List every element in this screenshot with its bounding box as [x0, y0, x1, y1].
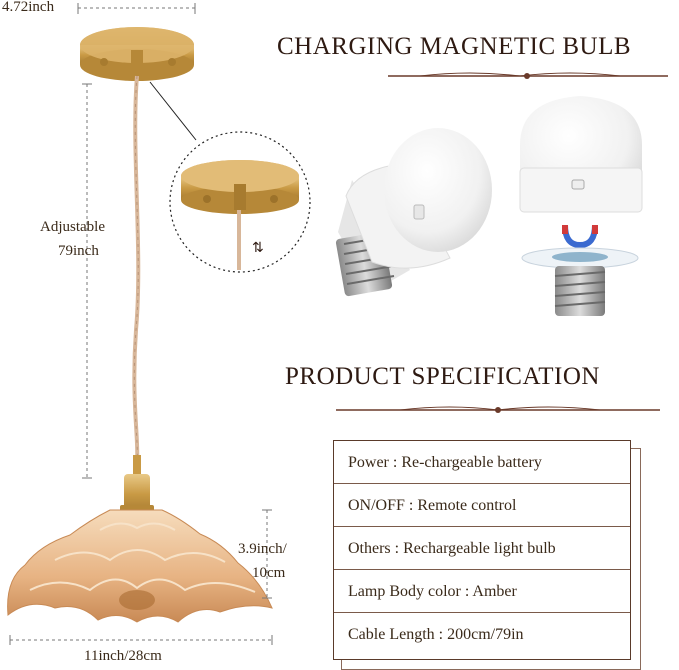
- spec-row-body-color: Lamp Body color : Amber: [334, 570, 630, 613]
- shade-height-label: 3.9inch/: [238, 541, 287, 557]
- shade-height-cm-label: 10cm: [252, 565, 286, 581]
- canopy-width-dimension: [77, 3, 196, 14]
- cable-length-label: 79inch: [58, 243, 99, 259]
- adjust-arrows-icon: ⇅: [252, 240, 264, 256]
- canopy-width-label: 4.72inch: [2, 0, 55, 15]
- magnetic-bulb-image: [335, 128, 492, 297]
- spec-heading: PRODUCT SPECIFICATION: [285, 363, 600, 390]
- spec-table: Power : Re-chargeable battery ON/OFF : R…: [333, 440, 631, 660]
- shade-width-label: 11inch/28cm: [84, 648, 162, 664]
- cable-length-dimension: [82, 83, 92, 479]
- shade-height-dimension: [262, 509, 272, 599]
- canopy: [80, 27, 194, 81]
- spec-row-cable-length: Cable Length : 200cm/79in: [348, 626, 524, 643]
- spec-heading-divider: [336, 406, 660, 413]
- amber-glass-shade: [7, 509, 273, 623]
- bulb-heading-divider: [388, 72, 668, 79]
- bulb-heading: CHARGING MAGNETIC BULB: [277, 33, 632, 60]
- magnetic-bulb-split-image: [519, 96, 643, 316]
- shade-width-dimension: [9, 635, 273, 645]
- spec-row-power: Power : Re-chargeable battery: [334, 441, 630, 484]
- canopy-zoom-callout: ⇅: [149, 81, 311, 273]
- spec-row-others: Others : Rechargeable light bulb: [334, 527, 630, 570]
- lamp-socket: [120, 455, 154, 517]
- spec-row-onoff: ON/OFF : Remote control: [334, 484, 630, 527]
- cable-adjustable-label: Adjustable: [40, 219, 105, 235]
